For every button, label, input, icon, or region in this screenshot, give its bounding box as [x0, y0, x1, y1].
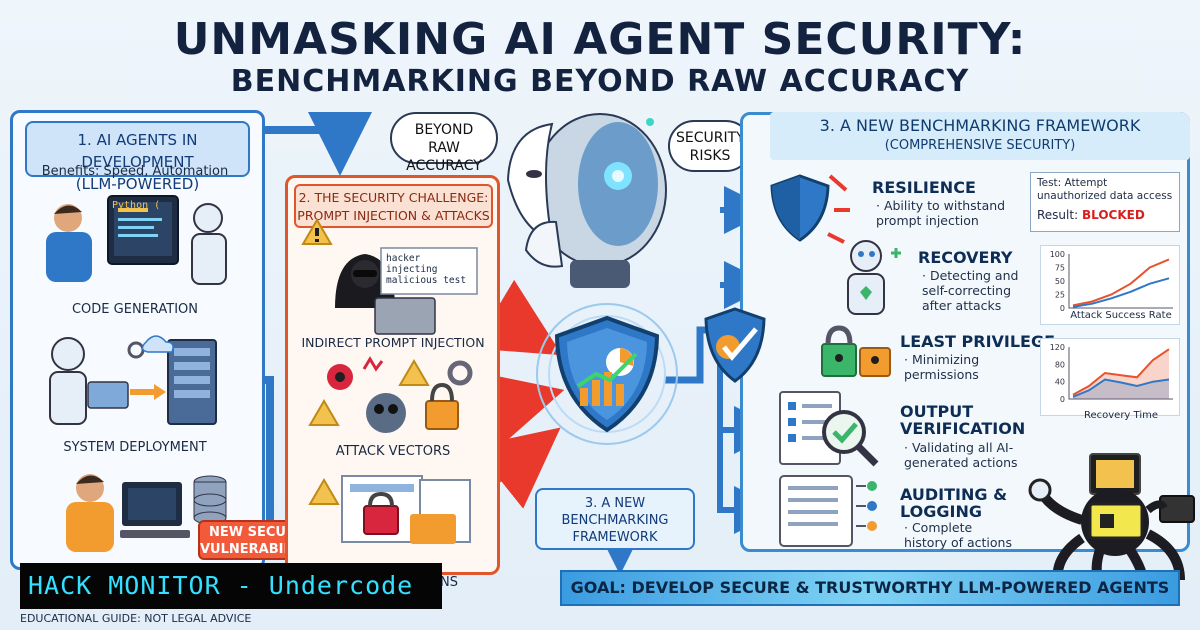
- chart2-series0-area: [1073, 349, 1169, 399]
- coder-illustration: [66, 474, 227, 552]
- section1-header: 1. AI AGENTS IN DEVELOPMENT (LLM-POWERED…: [25, 121, 250, 193]
- chart-recovery-time: 120 80 40 0: [1040, 338, 1180, 416]
- chart1-axes: [1068, 254, 1173, 309]
- robot-head-illustration: [506, 113, 667, 288]
- section3-header: 3. A NEW BENCHMARKING FRAMEWORK (COMPREH…: [770, 112, 1190, 160]
- chart1-series0-line: [1072, 258, 1170, 307]
- chart2-ytick: 80: [1055, 360, 1065, 369]
- test-label: Test: Attempt unauthorized data access: [1037, 177, 1173, 202]
- feature-least-privilege-desc: · Minimizing permissions: [904, 352, 980, 382]
- chart2-ytick: 0: [1060, 395, 1065, 404]
- goal-banner: GOAL: DEVELOP SECURE & TRUSTWORTHY LLM-P…: [560, 570, 1180, 606]
- chart2-series1-line: [1072, 378, 1170, 398]
- page-subtitle: BENCHMARKING BEYOND RAW ACCURACY: [230, 64, 970, 99]
- chart2-ytick: 40: [1055, 378, 1065, 387]
- test-result-box: Test: Attempt unauthorized data access R…: [1030, 172, 1180, 232]
- chart2-axes: [1068, 347, 1173, 400]
- feature-recovery-desc: · Detecting and self-correcting after at…: [922, 268, 1019, 313]
- feature-least-privilege-title: LEAST PRIVILEGE: [900, 332, 1056, 351]
- bubble-beyond-raw-accuracy: BEYOND RAW ACCURACY: [390, 112, 498, 174]
- bubble-security-risks: SECURITY RISKS: [668, 120, 752, 172]
- chart1-ytick: 100: [1050, 250, 1065, 259]
- center-shield-icon: [536, 303, 678, 445]
- feature-output-verification-title: OUTPUT VERIFICATION: [900, 402, 1026, 438]
- section2-heading: 2. THE SECURITY CHALLENGE:: [298, 190, 489, 205]
- new-framework-box: 3. A NEW BENCHMARKING FRAMEWORK: [535, 488, 695, 550]
- code-snippet: Python (: [112, 200, 161, 211]
- section3-subheading: (COMPREHENSIVE SECURITY): [884, 138, 1076, 153]
- hacker-screen-text: hacker injecting malicious test: [386, 253, 467, 286]
- chart1-svg: 100 75 50 25 0: [1050, 250, 1173, 313]
- section2-header: 2. THE SECURITY CHALLENGE: PROMPT INJECT…: [294, 184, 493, 228]
- chart1-ytick: 75: [1055, 264, 1065, 273]
- attack-vectors-illustration: [308, 356, 473, 433]
- section1-heading: 1. AI AGENTS IN DEVELOPMENT: [77, 131, 198, 171]
- feature-resilience-title: RESILIENCE: [872, 178, 976, 197]
- least-privilege-lock-icon: [821, 325, 891, 377]
- resilience-shield-icon: [770, 174, 850, 244]
- feature-auditing-logging-desc: · Complete history of actions: [904, 520, 1012, 550]
- hacker-illustration: [301, 218, 478, 335]
- chart1-ytick: 25: [1055, 291, 1065, 300]
- item-system-deployment: SYSTEM DEPLOYMENT: [63, 440, 207, 455]
- result-label: Result:: [1037, 208, 1079, 222]
- chart1-ytick: 0: [1060, 304, 1065, 313]
- chart1-series1-line: [1072, 277, 1170, 308]
- feature-resilience-desc: · Ability to withstand prompt injection: [876, 198, 1006, 228]
- section2-subheading: PROMPT INJECTION & ATTACKS: [297, 208, 490, 223]
- shield-check-icon: [704, 307, 766, 383]
- chart2-ytick: 120: [1050, 343, 1065, 352]
- item-attack-vectors: ATTACK VECTORS: [335, 444, 451, 459]
- arrow-s1-to-s2: [265, 112, 372, 176]
- chart2-svg: 120 80 40 0: [1050, 343, 1173, 404]
- auditing-logging-icon: [779, 475, 877, 547]
- deployment-illustration: [49, 335, 217, 425]
- developer-illustration: [46, 195, 227, 285]
- test-result-row: Result: BLOCKED: [1037, 209, 1173, 222]
- chart2-xlabel: Recovery Time: [1083, 410, 1159, 421]
- recovery-robot-icon: [847, 240, 901, 315]
- feature-recovery-title: RECOVERY: [918, 248, 1013, 267]
- section3-heading: 3. A NEW BENCHMARKING FRAMEWORK: [819, 116, 1141, 135]
- watermark-hack-monitor: HACK MONITOR - Undercode: [20, 563, 442, 609]
- feature-auditing-logging-title: AUDITING & LOGGING: [900, 485, 1008, 521]
- disclaimer: EDUCATIONAL GUIDE: NOT LEGAL ADVICE: [20, 612, 252, 625]
- item-indirect-prompt-injection: INDIRECT PROMPT INJECTION: [301, 335, 485, 350]
- output-verification-checklist-icon: [779, 391, 879, 467]
- section1-subheading: (LLM-POWERED): [75, 175, 200, 193]
- benefits-label: Benefits: Speed, Automation: [41, 164, 229, 179]
- chart1-xlabel: Attack Success Rate: [1070, 310, 1172, 321]
- chart2-series0-line: [1072, 348, 1170, 396]
- result-blocked-value: BLOCKED: [1081, 208, 1145, 222]
- page-title: UNMASKING AI AGENT SECURITY:: [173, 14, 1027, 65]
- chart-attack-success-rate: 100 75 50 25 0: [1040, 245, 1180, 325]
- documents-illustration: [308, 475, 471, 544]
- feature-output-verification-desc: · Validating all AI-generated actions: [904, 440, 1018, 470]
- partial-label: NS: [440, 575, 458, 590]
- item-code-generation: CODE GENERATION: [71, 302, 198, 317]
- chart1-ytick: 50: [1055, 277, 1065, 286]
